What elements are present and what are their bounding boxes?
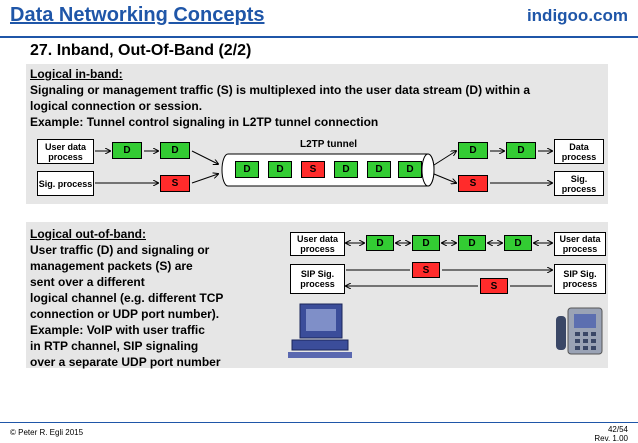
outband-line: management packets (S) are: [30, 259, 193, 273]
data-packet: D: [458, 142, 488, 159]
inband-line: logical connection or session.: [30, 99, 203, 113]
data-packet: D: [235, 161, 259, 178]
outband-line: in RTP channel, SIP signaling: [30, 339, 199, 353]
data-packet: D: [504, 235, 532, 251]
outband-line: User traffic (D) and signaling or: [30, 243, 210, 257]
ip-phone-icon: [556, 307, 603, 355]
footer-divider: [0, 422, 638, 423]
signaling-packet: S: [160, 175, 190, 192]
data-packet: D: [160, 142, 190, 159]
page-number: 42/54: [607, 425, 628, 434]
footer-copyright: © Peter R. Egli 2015: [10, 428, 84, 437]
outband-line: over a separate UDP port number: [30, 355, 221, 369]
brand-logo-text: indigoo.com: [526, 6, 628, 25]
outband-line: logical channel (e.g. different TCP: [30, 291, 224, 305]
data-packet: D: [112, 142, 142, 159]
signaling-packet: S: [480, 278, 508, 294]
computer-icon: [288, 303, 352, 358]
slide-title: 27. Inband, Out-Of-Band (2/2): [30, 42, 252, 59]
data-packet: D: [412, 235, 440, 251]
left-sig-process: Sig. process: [37, 171, 94, 196]
data-packet: D: [398, 161, 422, 178]
inband-line: Signaling or management traffic (S) is m…: [30, 83, 531, 97]
outband-line: connection or UDP port number).: [30, 307, 220, 321]
outband-left-user-data-process: User data process: [290, 232, 345, 256]
outband-line: Example: VoIP with user traffic: [30, 323, 205, 337]
footer-page: 42/54 Rev. 1.00: [594, 425, 628, 443]
outband-left-sip-process: SIP Sig. process: [290, 264, 345, 294]
signaling-packet: S: [412, 262, 440, 278]
outband-right-user-data-process: User data process: [554, 232, 606, 256]
right-sig-process: Sig. process: [554, 171, 604, 196]
signaling-packet: S: [301, 161, 325, 178]
data-packet: D: [334, 161, 358, 178]
data-packet: D: [268, 161, 292, 178]
tunnel-label: L2TP tunnel: [300, 139, 358, 150]
right-data-process: Data process: [554, 139, 604, 164]
outband-line: sent over a different: [30, 275, 145, 289]
inband-line: Example: Tunnel control signaling in L2T…: [30, 115, 379, 129]
left-user-data-process: User data process: [37, 139, 94, 164]
data-packet: D: [366, 235, 394, 251]
data-packet: D: [367, 161, 391, 178]
revision: Rev. 1.00: [594, 434, 628, 443]
inband-text: Logical in-band: Signaling or management…: [30, 66, 530, 130]
inband-heading: Logical in-band:: [30, 67, 123, 81]
outband-right-sip-process: SIP Sig. process: [554, 264, 606, 294]
outband-text: Logical out-of-band: User traffic (D) an…: [30, 226, 223, 370]
header-divider: [0, 36, 638, 38]
signaling-packet: S: [458, 175, 488, 192]
outband-heading: Logical out-of-band:: [30, 227, 146, 241]
data-packet: D: [506, 142, 536, 159]
data-packet: D: [458, 235, 486, 251]
header-title: Data Networking Concepts: [10, 4, 265, 26]
